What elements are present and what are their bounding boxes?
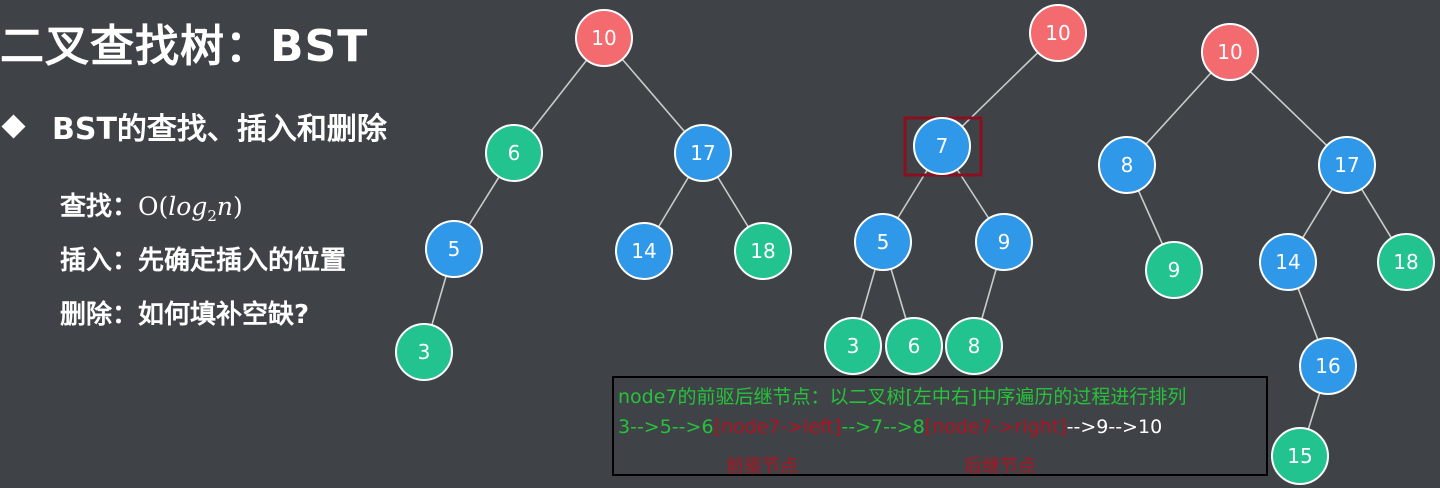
node-circle (975, 213, 1033, 271)
node-circle (1259, 233, 1317, 291)
search-complexity-formula: O(log2n) (138, 192, 243, 225)
node-label: 15 (1287, 444, 1312, 468)
node-label: 3 (418, 340, 431, 364)
tree-right-node-9: 9 (1145, 241, 1203, 299)
tree-right-node-18: 18 (1377, 233, 1435, 291)
node-circle (854, 213, 912, 271)
node-label: 14 (631, 239, 656, 263)
line-delete-text: 如何填补空缺? (138, 300, 310, 330)
node-circle (945, 317, 1003, 375)
traversal-info-box: node7的前驱后继节点：以二叉树[左中右]中序遍历的过程进行排列 3-->5-… (612, 376, 1268, 477)
node-label: 10 (1217, 40, 1242, 64)
node-label: 17 (1334, 153, 1359, 177)
node-label: 9 (998, 230, 1011, 254)
node-label: 8 (968, 334, 981, 358)
node-circle (1318, 136, 1376, 194)
tree-middle-node-10: 10 (1029, 4, 1087, 62)
node-circle (1098, 136, 1156, 194)
line-insert-label: 插入： (60, 246, 139, 276)
tree-left-node-18: 18 (734, 222, 792, 280)
seq-part-4: [node7->right] (924, 416, 1067, 438)
predecessor-label: 前驱节点 (726, 456, 798, 477)
tree-right-node-14: 14 (1259, 233, 1317, 291)
node-circle (1029, 4, 1087, 62)
node-circle (485, 124, 543, 182)
tree-middle-node-8: 8 (945, 317, 1003, 375)
line-search-label: 查找： (60, 192, 139, 222)
node-circle (824, 317, 882, 375)
seq-part-3: -->7-->8 (841, 416, 925, 438)
line-delete: 删除： 如何填补空缺? (60, 294, 309, 331)
node-label: 3 (847, 334, 860, 358)
node-circle (575, 9, 633, 67)
node-circle (1271, 427, 1329, 485)
slide-title: 二叉查找树：BST (0, 21, 369, 72)
tree-middle-node-3: 3 (824, 317, 882, 375)
node-label: 10 (1045, 21, 1070, 45)
node-label: 16 (1315, 354, 1340, 378)
node-circle (885, 317, 943, 375)
line-delete-label: 删除： (60, 300, 139, 330)
tree-right-node-17: 17 (1318, 136, 1376, 194)
nodes-layer: 10 6 17 5 14 18 3 10 7 5 9 3 6 8 10 8 17 9 14 18 16 15 (395, 4, 1435, 485)
seq-part-2: [node7->left] (713, 416, 842, 438)
node-label: 9 (1168, 258, 1181, 282)
node-label: 17 (690, 141, 715, 165)
node-label: 6 (508, 141, 521, 165)
node-circle (1145, 241, 1203, 299)
tree-left-node-10: 10 (575, 9, 633, 67)
node-circle (1201, 23, 1259, 81)
tree-left-node-14: 14 (615, 222, 673, 280)
node-circle (1299, 337, 1357, 395)
node-label: 6 (908, 334, 921, 358)
tree-middle-node-7: 7 (903, 116, 983, 177)
tree-middle-node-5: 5 (854, 213, 912, 271)
tree-right-node-15: 15 (1271, 427, 1329, 485)
info-heading: node7的前驱后继节点：以二叉树[左中右]中序遍历的过程进行排列 (618, 386, 1187, 408)
node-label: 7 (936, 134, 949, 158)
node-circle (395, 323, 453, 381)
successor-label: 后继节点 (964, 456, 1036, 477)
seq-part-1: 3-->5-->6 (618, 416, 714, 438)
seq-part-5: -->9-->10 (1066, 416, 1163, 438)
node-label: 5 (877, 230, 890, 254)
bullet-row: BST的查找、插入和删除 (1, 104, 387, 148)
node-circle (913, 117, 971, 175)
node-circle (734, 222, 792, 280)
line-search: 查找： O(log2n) (60, 186, 243, 225)
node-circle (615, 222, 673, 280)
node-label: 14 (1275, 250, 1300, 274)
node-label: 5 (448, 237, 461, 261)
tree-left-node-6: 6 (485, 124, 543, 182)
tree-left-node-3: 3 (395, 323, 453, 381)
node-circle (425, 220, 483, 278)
tree-left-node-5: 5 (425, 220, 483, 278)
tree-middle-node-9: 9 (975, 213, 1033, 271)
node-circle (1377, 233, 1435, 291)
node-label: 10 (591, 26, 616, 50)
tree-right-node-8: 8 (1098, 136, 1156, 194)
node-label: 18 (750, 239, 775, 263)
bullet-text: BST的查找、插入和删除 (52, 112, 387, 147)
tree-right-node-16: 16 (1299, 337, 1357, 395)
node-circle (674, 124, 732, 182)
node-label: 8 (1121, 153, 1134, 177)
tree-left-node-17: 17 (674, 124, 732, 182)
node-label: 18 (1393, 250, 1418, 274)
inorder-sequence: 3-->5-->6[node7->left]-->7-->8[node7->ri… (618, 416, 1162, 438)
tree-right-node-10: 10 (1201, 23, 1259, 81)
line-insert: 插入： 先确定插入的位置 (60, 240, 346, 277)
tree-middle-node-6: 6 (885, 317, 943, 375)
line-insert-text: 先确定插入的位置 (138, 246, 347, 276)
